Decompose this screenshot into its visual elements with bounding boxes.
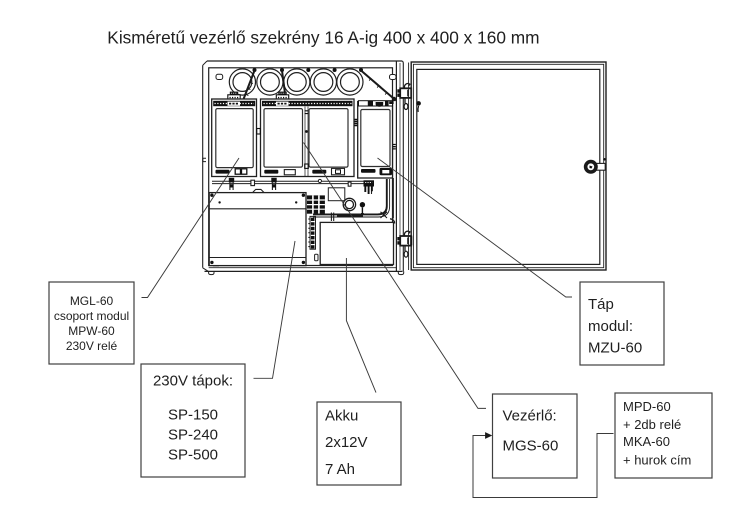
svg-text:MKA-60: MKA-60 [623, 434, 670, 449]
svg-text:MGL-60: MGL-60 [70, 294, 114, 308]
svg-text:2x12V: 2x12V [325, 434, 368, 451]
svg-text:+ 2db relé: + 2db relé [623, 417, 681, 432]
svg-text:modul:: modul: [588, 318, 633, 335]
svg-text:230V relé: 230V relé [66, 339, 118, 353]
svg-text:MGS-60: MGS-60 [503, 438, 559, 455]
svg-text:Kisméretű vezérlő szekrény 16: Kisméretű vezérlő szekrény 16 A-ig 400 x… [107, 28, 539, 48]
svg-text:+ hurok cím: + hurok cím [623, 453, 691, 468]
svg-text:Táp: Táp [588, 296, 614, 313]
svg-text:MZU-60: MZU-60 [588, 340, 642, 357]
svg-text:MPW-60: MPW-60 [68, 324, 115, 338]
svg-text:SP-240: SP-240 [168, 427, 218, 444]
svg-text:SP-500: SP-500 [168, 447, 218, 464]
svg-text:Akku: Akku [325, 408, 358, 425]
svg-text:MPD-60: MPD-60 [623, 399, 671, 414]
svg-text:7 Ah: 7 Ah [325, 461, 355, 478]
svg-text:SP-150: SP-150 [168, 407, 218, 424]
svg-text:230V tápok:: 230V tápok: [153, 373, 233, 390]
svg-text:csoport modul: csoport modul [54, 309, 129, 323]
svg-text:Vezérlő:: Vezérlő: [503, 408, 557, 425]
